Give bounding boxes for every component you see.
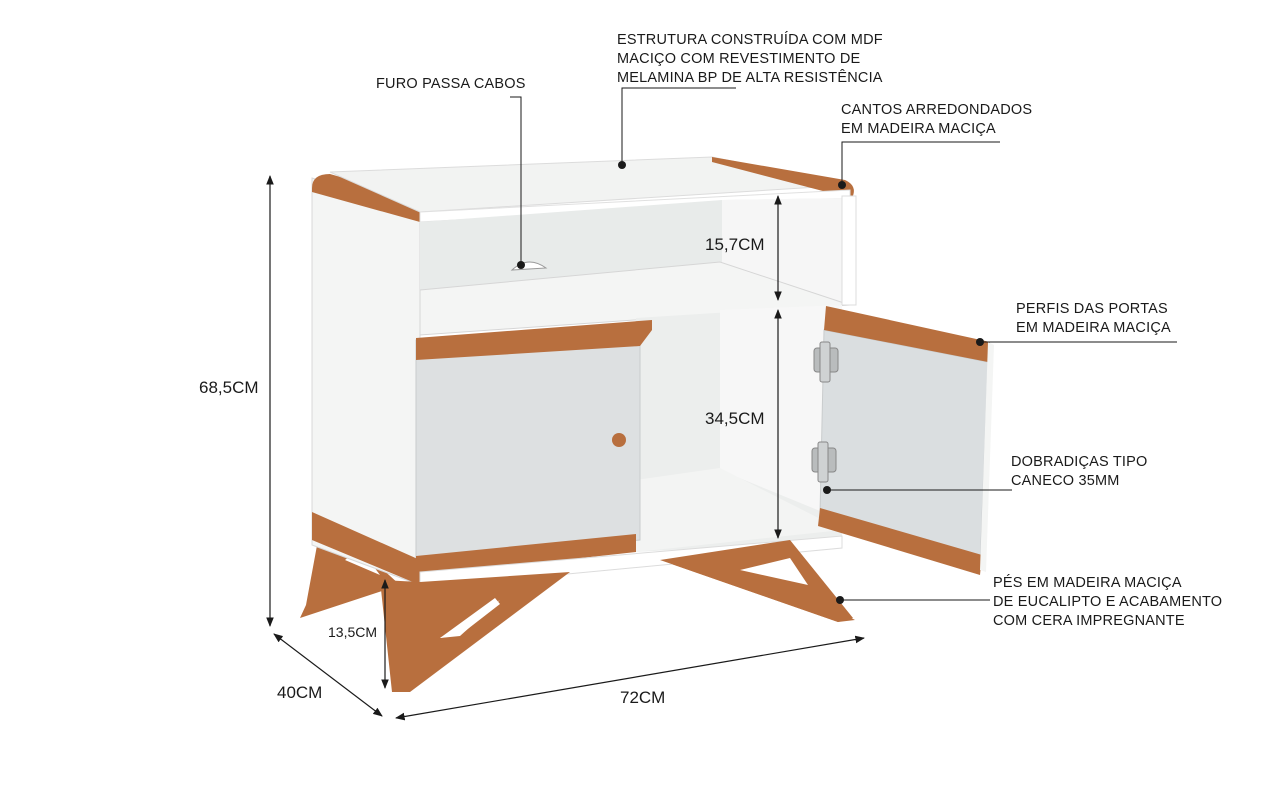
left-door [415,320,652,576]
leader-lines [510,87,1177,601]
leader-dots [517,161,984,604]
hinges-label: DOBRADIÇAS TIPO CANECO 35MM [1011,454,1148,489]
front-left-leg [380,572,570,692]
width-label: 72CM [620,688,666,707]
leg-height-label: 13,5CM [328,624,378,640]
structure-label: ESTRUTURA CONSTRUÍDA COM MDF MACIÇO COM … [617,32,883,86]
right-door [818,306,994,575]
upper-niche-label: 15,7CM [705,235,765,254]
door-profiles-label: PERFIS DAS PORTAS EM MADEIRA MACIÇA [1016,301,1171,336]
door-profile-top [416,320,652,360]
dimension-arrows [266,175,865,721]
rounded-corner-left [312,174,429,222]
door-profile-bottom [416,534,636,576]
cable-hole-label: FURO PASSA CABOS [376,76,526,92]
rounded-corner-right [712,157,854,198]
hinge-upper [813,341,839,383]
door-knob [612,433,626,447]
front-right-leg-profile [660,540,853,622]
lower-niche-label: 34,5CM [705,409,765,428]
depth-label: 40CM [277,683,323,702]
feet-label: PÉS EM MADEIRA MACIÇA DE EUCALIPTO E ACA… [993,575,1223,629]
hinge-lower [811,441,837,483]
corners-label: CANTOS ARREDONDADOS EM MADEIRA MACIÇA [841,102,1033,137]
total-height-label: 68,5CM [199,378,259,397]
